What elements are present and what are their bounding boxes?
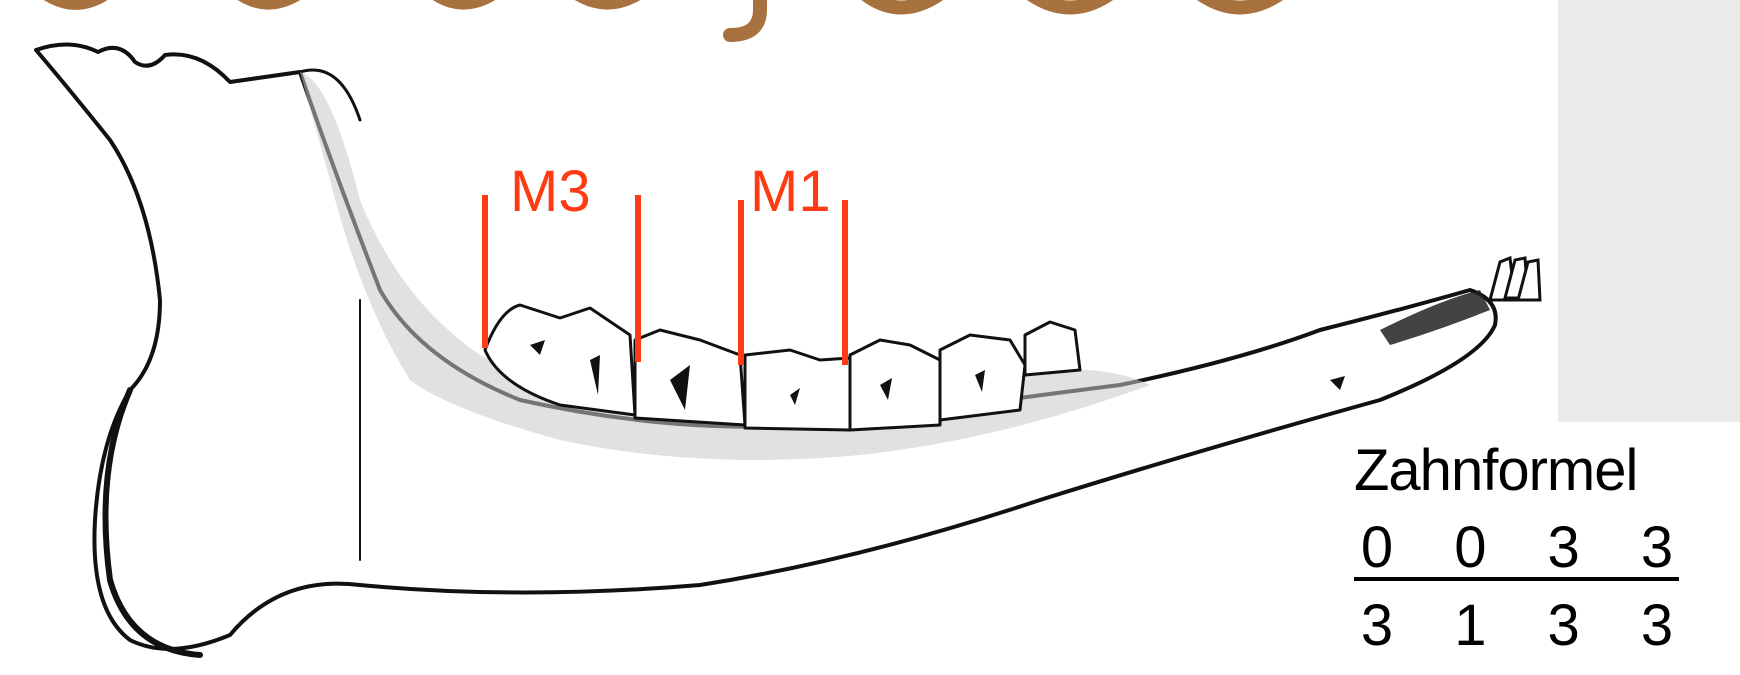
dental-formula-panel: Zahnformel 0 0 3 3 3 1 3 3 bbox=[1340, 422, 1740, 675]
formula-upper-molars: 3 bbox=[1632, 519, 1682, 577]
formula-fraction-line bbox=[1354, 577, 1679, 581]
formula-lower-canines: 1 bbox=[1445, 597, 1495, 655]
formula-lower-molars: 3 bbox=[1632, 597, 1682, 655]
formula-upper-premolars: 3 bbox=[1539, 519, 1589, 577]
tooth-p2 bbox=[1025, 322, 1080, 375]
formula-upper-incisors: 0 bbox=[1352, 519, 1402, 577]
m3-label: M3 bbox=[510, 163, 591, 221]
drawing-background bbox=[0, 0, 1558, 675]
dental-formula-title: Zahnformel bbox=[1354, 442, 1637, 500]
m1-label: M1 bbox=[750, 163, 831, 221]
tooth-p4 bbox=[850, 340, 940, 430]
formula-upper-row: 0 0 3 3 bbox=[1352, 519, 1682, 577]
formula-upper-canines: 0 bbox=[1445, 519, 1495, 577]
formula-lower-premolars: 3 bbox=[1539, 597, 1589, 655]
formula-lower-row: 3 1 3 3 bbox=[1352, 597, 1682, 655]
formula-lower-incisors: 3 bbox=[1352, 597, 1402, 655]
right-margin bbox=[1558, 0, 1740, 422]
